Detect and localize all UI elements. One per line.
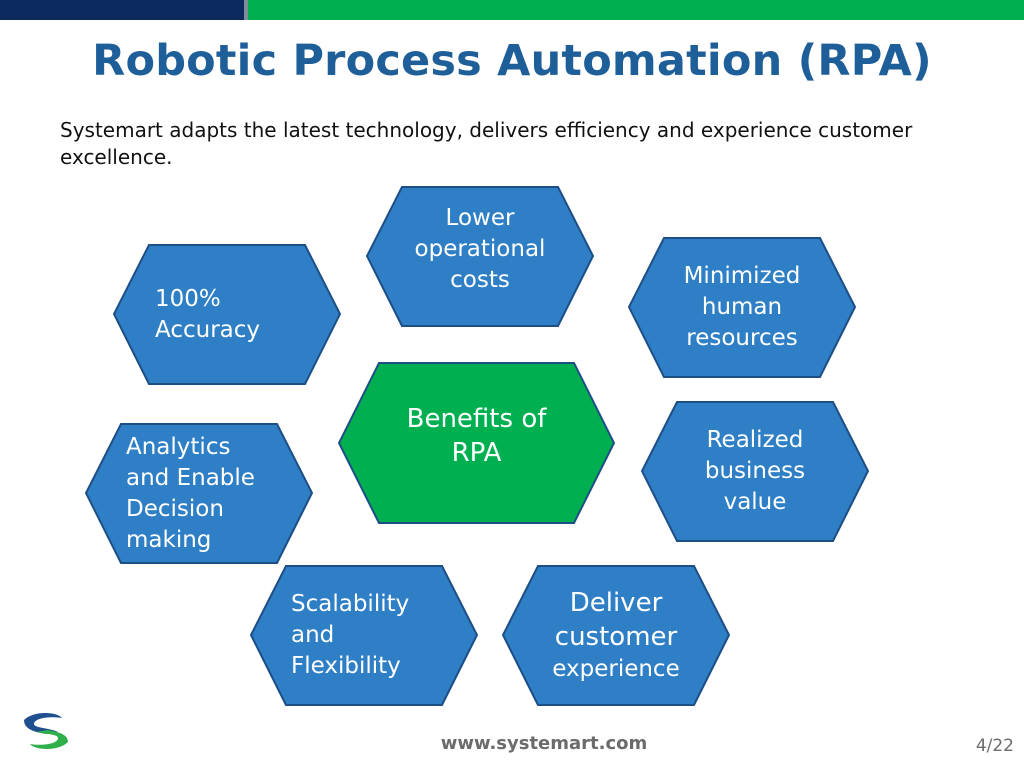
hex-business-value: Realized business value	[640, 401, 870, 542]
label-line: and Enable	[126, 464, 255, 491]
label-line: Analytics	[126, 433, 231, 460]
hex-shape	[640, 401, 870, 542]
hex-scalability-label: Scalability and Flexibility	[291, 565, 476, 706]
hex-shape	[337, 362, 616, 524]
label-line: RPA	[451, 438, 502, 468]
label-line: Minimized	[683, 263, 801, 289]
label-line: Decision	[126, 495, 224, 522]
hex-lower-costs-label: Lower operational costs	[366, 194, 594, 304]
hex-fill	[627, 237, 857, 378]
label-line: Benefits of	[406, 404, 547, 434]
hex-center-label: Benefits of RPA	[338, 396, 615, 476]
hex-analytics-label: Analytics and Enable Decision making	[126, 423, 311, 564]
hex-shape	[84, 423, 314, 564]
hex-fill	[501, 565, 731, 706]
slide-title: Robotic Process Automation (RPA)	[92, 36, 932, 86]
hex-shape	[249, 565, 479, 706]
label-line: Scalability	[291, 591, 410, 617]
hex-business-value-label: Realized business value	[641, 401, 869, 542]
label-line: and	[291, 622, 335, 648]
footer-url: www.systemart.com	[440, 733, 648, 754]
hex-lower-costs: Lower operational costs	[365, 186, 595, 327]
hex-center-benefits: Benefits of RPA	[337, 362, 616, 524]
label-line: making	[126, 526, 212, 553]
slide-subtitle: Systemart adapts the latest technology, …	[60, 118, 913, 169]
hex-shape	[112, 244, 342, 385]
label-line: business	[704, 458, 806, 484]
top-bar-green	[248, 0, 1024, 20]
hex-human-resources: Minimized human resources	[627, 237, 857, 378]
label-line: Accuracy	[155, 316, 261, 343]
label-line: operational	[414, 235, 546, 262]
top-bar-divider	[244, 0, 248, 20]
hex-fill	[640, 401, 870, 542]
hex-customer-experience-label: Deliver customer experience	[502, 565, 730, 706]
label-line: Flexibility	[291, 653, 401, 679]
label-line: Deliver	[569, 588, 663, 618]
hex-accuracy: 100% Accuracy	[112, 244, 342, 385]
label-line: Lower	[445, 204, 515, 231]
label-line: costs	[450, 266, 510, 293]
label-line: customer	[554, 622, 678, 652]
hex-analytics: Analytics and Enable Decision making	[84, 423, 314, 564]
hex-fill	[337, 362, 616, 524]
label-line: human	[701, 294, 783, 320]
hex-customer-experience: Deliver customer experience	[501, 565, 731, 706]
hex-fill	[84, 423, 314, 564]
hex-scalability: Scalability and Flexibility	[249, 565, 479, 706]
label-line: value	[723, 489, 787, 515]
hex-fill	[365, 186, 595, 327]
top-bar-navy	[0, 0, 246, 20]
label-line: 100%	[155, 285, 221, 312]
hex-human-resources-label: Minimized human resources	[628, 237, 856, 378]
label-line: Realized	[706, 427, 804, 453]
hex-fill	[112, 244, 342, 385]
page-number: 4/22	[975, 736, 1014, 756]
hex-shape	[627, 237, 857, 378]
hex-fill	[249, 565, 479, 706]
hex-accuracy-label: 100% Accuracy	[155, 244, 335, 385]
label-line: experience	[552, 656, 680, 682]
hex-shape	[365, 186, 595, 327]
label-line: resources	[686, 325, 798, 351]
hex-shape	[501, 565, 731, 706]
systemart-logo-icon	[20, 712, 72, 756]
